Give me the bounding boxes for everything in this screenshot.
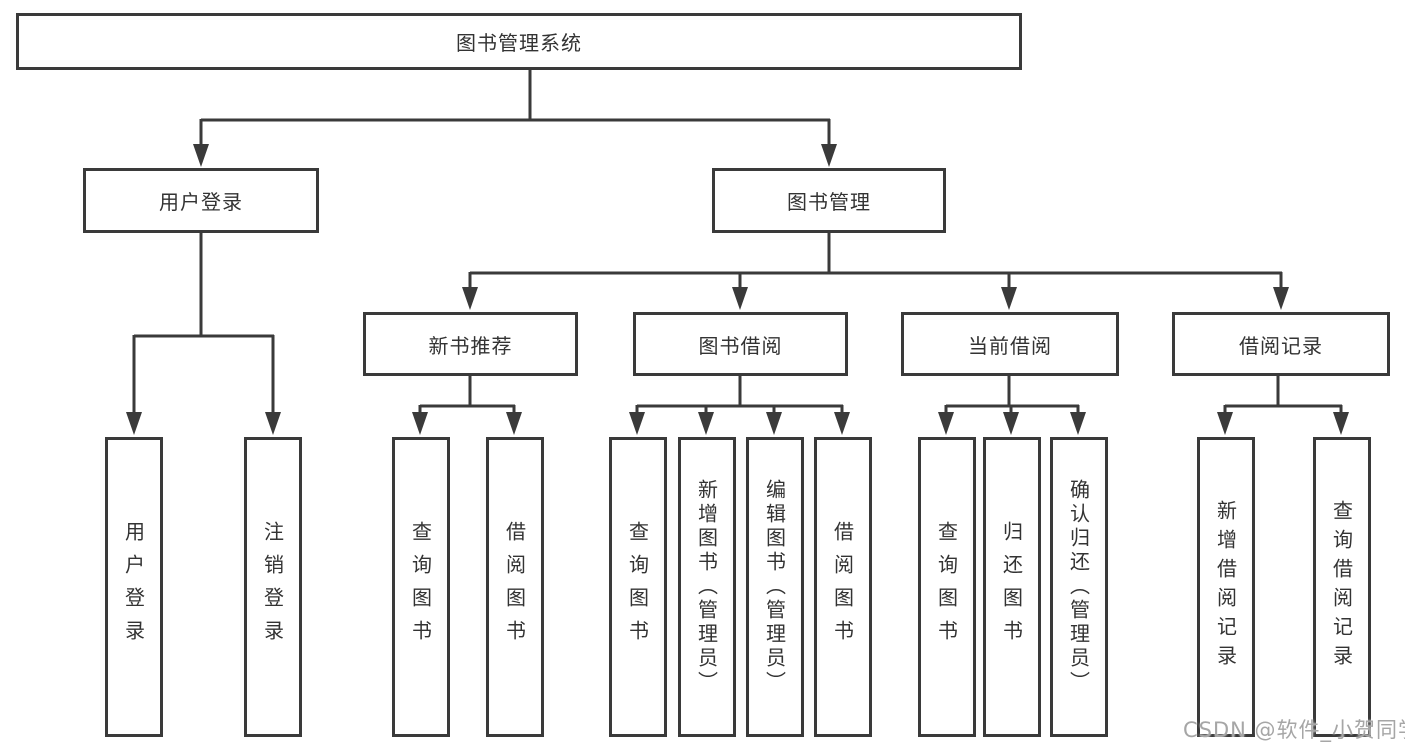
node-book-management: 图书管理 (712, 168, 946, 233)
node-borrowing-records: 借阅记录 (1172, 312, 1390, 376)
leaf-edit-book-admin: 编辑图书（管理员） (746, 437, 804, 737)
node-new-book-recommend: 新书推荐 (363, 312, 578, 376)
node-label: 图书借阅 (698, 333, 783, 358)
node-label: 图书管理系统 (456, 31, 582, 55)
csdn-watermark: CSDN @软件_小贺同学 (1183, 718, 1405, 742)
node-root-system: 图书管理系统 (16, 13, 1022, 70)
leaf-label: 用户登录 (121, 521, 146, 653)
leaf-confirm-return-admin: 确认归还（管理员） (1050, 437, 1108, 737)
leaf-query-borrow-record: 查询借阅记录 (1313, 437, 1371, 737)
leaf-query-books-borrowing: 查询图书 (609, 437, 667, 737)
leaf-add-borrow-record: 新增借阅记录 (1197, 437, 1255, 737)
leaf-label: 查询图书 (625, 521, 650, 653)
leaf-query-books-current: 查询图书 (918, 437, 976, 737)
leaf-label: 确认归还（管理员） (1066, 479, 1091, 695)
leaf-label: 查询借阅记录 (1329, 500, 1354, 674)
leaf-label: 借阅图书 (830, 521, 855, 653)
leaf-query-books-recommend: 查询图书 (392, 437, 450, 737)
leaf-return-book: 归还图书 (983, 437, 1041, 737)
node-label: 图书管理 (787, 190, 871, 214)
node-book-borrowing: 图书借阅 (633, 312, 848, 376)
node-label: 当前借阅 (968, 333, 1052, 358)
leaf-logout: 注销登录 (244, 437, 302, 737)
leaf-user-login: 用户登录 (105, 437, 163, 737)
leaf-label: 编辑图书（管理员） (762, 479, 787, 695)
node-user-login: 用户登录 (83, 168, 319, 233)
leaf-label: 查询图书 (408, 521, 433, 653)
leaf-label: 新增借阅记录 (1213, 500, 1238, 674)
arrowheads (126, 144, 1349, 435)
node-current-borrowing: 当前借阅 (901, 312, 1119, 376)
node-label: 借阅记录 (1239, 333, 1323, 358)
leaf-label: 借阅图书 (502, 521, 527, 653)
leaf-label: 查询图书 (934, 521, 959, 653)
leaf-label: 注销登录 (260, 521, 285, 653)
leaf-label: 归还图书 (999, 521, 1024, 653)
leaf-borrow-books: 借阅图书 (814, 437, 872, 737)
node-label: 用户登录 (159, 190, 243, 214)
leaf-borrow-books-recommend: 借阅图书 (486, 437, 544, 737)
leaf-label: 新增图书（管理员） (694, 479, 719, 695)
node-label: 新书推荐 (428, 333, 513, 358)
leaf-add-book-admin: 新增图书（管理员） (678, 437, 736, 737)
